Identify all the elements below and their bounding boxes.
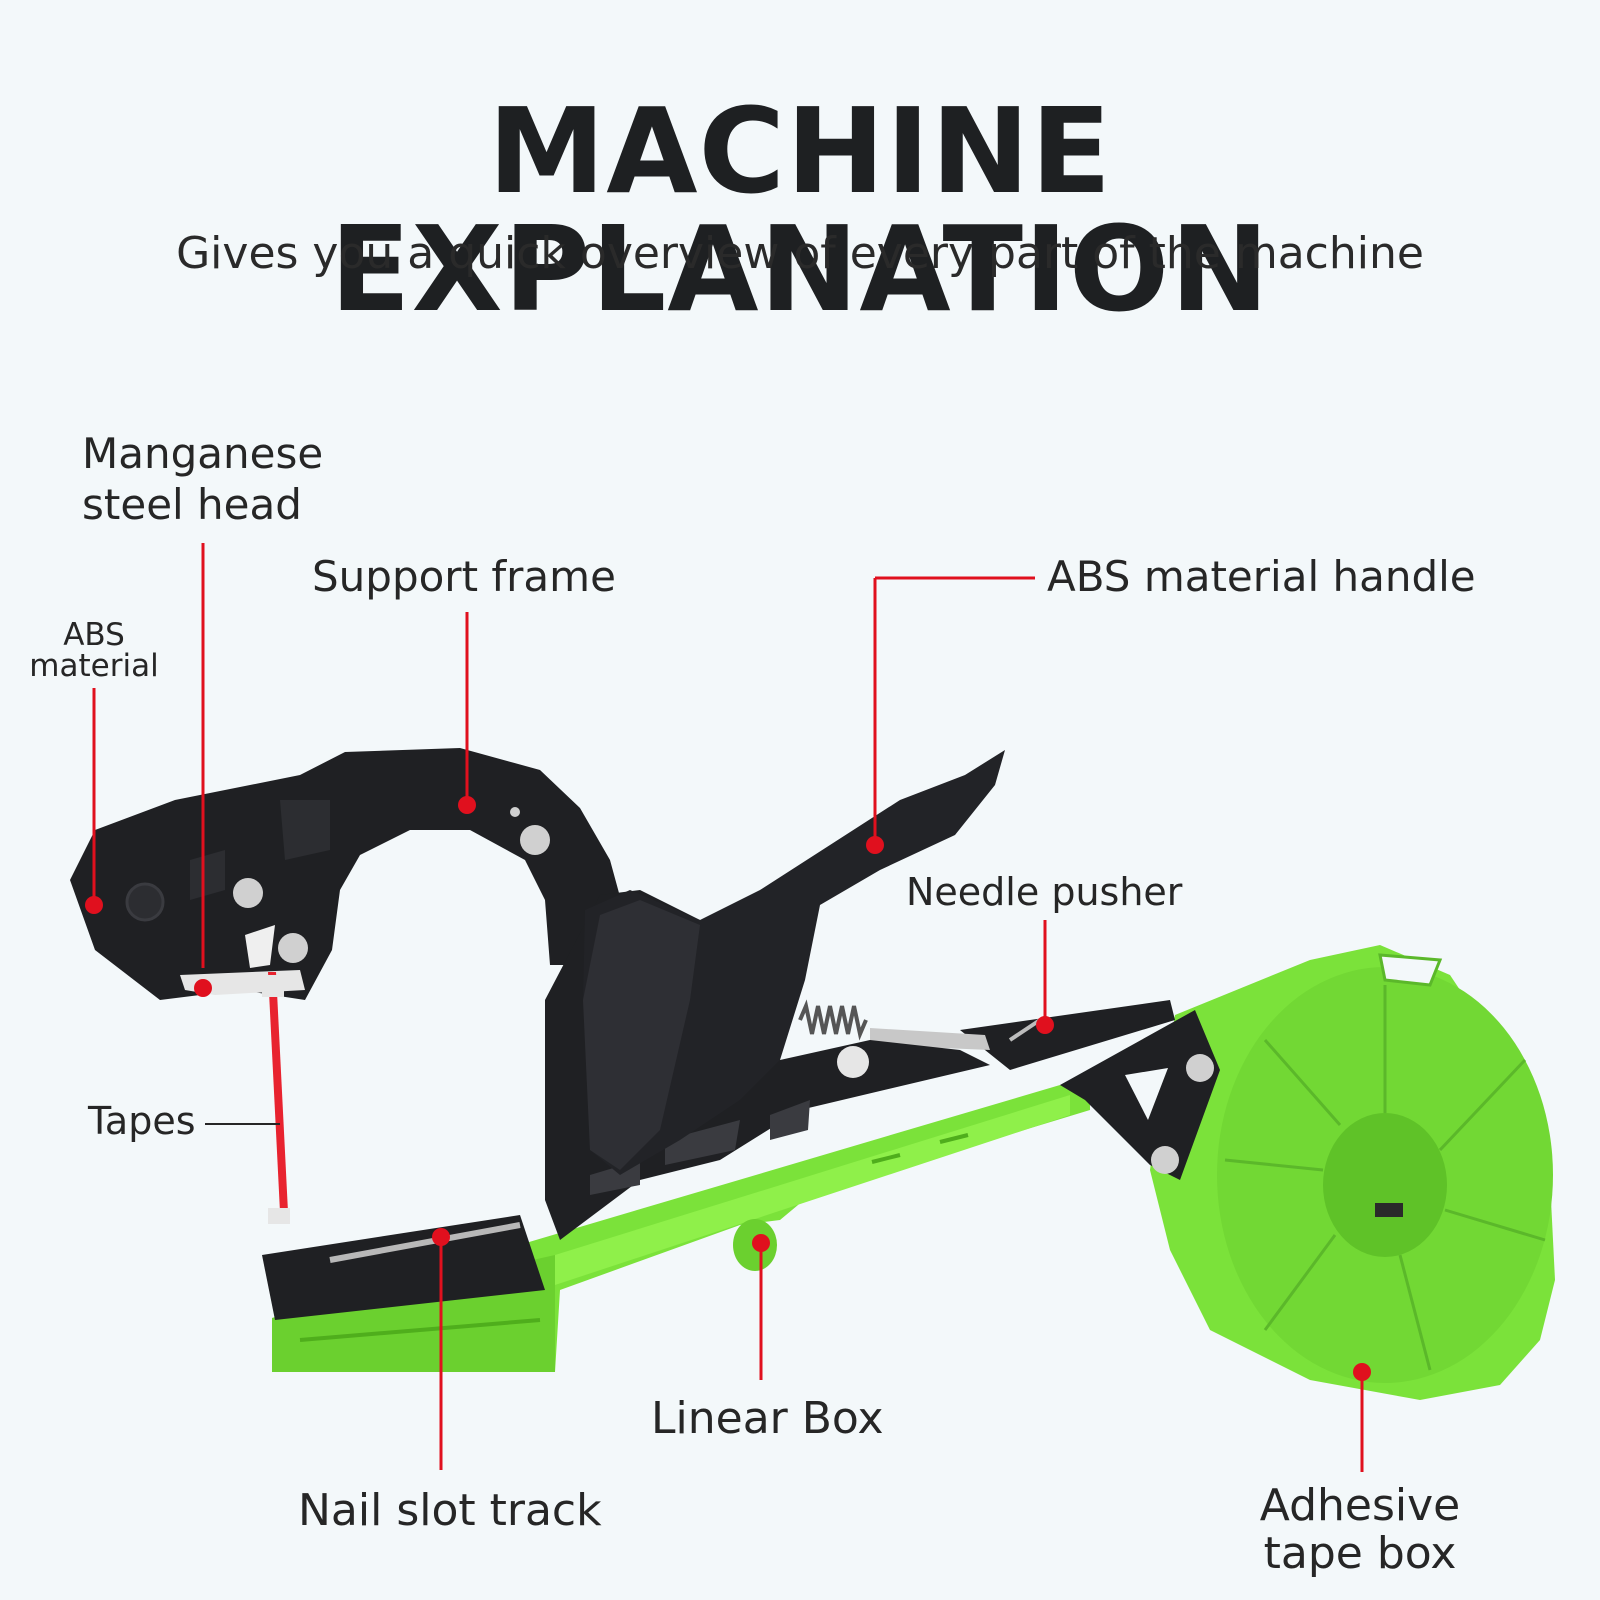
label-nail-slot-track: Nail slot track: [298, 1485, 602, 1536]
label-abs-material-handle: ABS material handle: [1047, 552, 1476, 601]
label-adhesive-tape-box: Adhesive tape box: [1259, 1480, 1461, 1579]
label-linear-box: Linear Box: [651, 1393, 884, 1444]
page-title: MACHINE EXPLANATION: [330, 82, 1270, 338]
tape-strip: [268, 972, 288, 1212]
tape-box-bracket: [1060, 1010, 1220, 1180]
label-needle-pusher: Needle pusher: [906, 870, 1183, 914]
label-abs-material: ABS material: [29, 617, 159, 684]
linear-box-body: [272, 1085, 1090, 1372]
nail-slot-base: [262, 1215, 545, 1320]
needle-pusher-bar: [960, 1000, 1175, 1070]
label-manganese-steel-head: Manganese steel head: [82, 429, 324, 530]
page-subtitle: Gives you a quick overview of every part…: [176, 228, 1424, 279]
handle-shape: [583, 750, 1005, 1175]
callout-lines: [92, 543, 1364, 1472]
label-support-frame: Support frame: [312, 552, 616, 601]
label-tapes: Tapes: [88, 1099, 196, 1143]
spring: [798, 999, 868, 1041]
support-frame-shape: [70, 748, 625, 1000]
adhesive-tape-box-shape: [1150, 945, 1555, 1400]
callout-dots: [85, 796, 1371, 1381]
